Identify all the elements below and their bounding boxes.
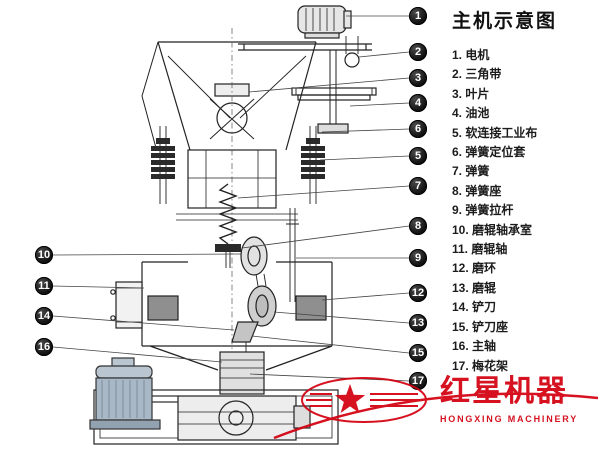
callout-14: 14: [35, 307, 53, 325]
callout-13: 13: [409, 314, 427, 332]
callout-10: 10: [35, 246, 53, 264]
callout-5: 5: [409, 147, 427, 165]
callout-3: 3: [409, 69, 427, 87]
callout-8: 8: [409, 217, 427, 235]
legend-item-17: 17. 梅花架: [452, 358, 509, 373]
callout-11: 11: [35, 277, 53, 295]
callout-2: 2: [409, 43, 427, 61]
callout-6: 6: [409, 120, 427, 138]
legend-item-12: 12. 磨环: [452, 261, 497, 276]
callout-17: 17: [409, 372, 427, 390]
legend-item-7: 7. 弹簧: [452, 164, 490, 179]
legend-item-6: 6. 弹簧定位套: [452, 145, 526, 160]
legend-item-13: 13. 磨辊: [452, 280, 497, 295]
legend-item-10: 10. 磨辊轴承室: [452, 222, 533, 237]
leader-lines: [52, 15, 410, 382]
legend-item-8: 8. 弹簧座: [452, 183, 502, 198]
top-motor: [297, 5, 347, 34]
callout-15: 15: [409, 344, 427, 362]
legend-item-5: 5. 软连接工业布: [452, 125, 538, 140]
bottom-motor: [89, 357, 178, 430]
legend-item-9: 9. 弹簧拉杆: [452, 203, 514, 218]
legend-item-2: 2. 三角带: [452, 67, 502, 82]
legend-item-3: 3. 叶片: [452, 86, 490, 101]
callout-9: 9: [409, 249, 427, 267]
legend-item-1: 1. 电机: [452, 48, 490, 62]
page-title: 主机示意图: [452, 11, 558, 32]
legend-item-16: 16. 主轴: [452, 339, 497, 354]
callout-12: 12: [409, 284, 427, 302]
legend-item-4: 4. 油池: [452, 106, 490, 121]
callout-7: 7: [409, 177, 427, 195]
legend-item-15: 15. 铲刀座: [452, 319, 509, 334]
callout-4: 4: [409, 94, 427, 112]
callout-1: 1: [409, 7, 427, 25]
callout-16: 16: [35, 338, 53, 356]
legend-item-14: 14. 铲刀: [452, 300, 497, 315]
legend-item-11: 11. 磨辊轴: [452, 242, 508, 257]
legend-panel: 主机示意图 1. 电机 2. 三角带 3. 叶片 4. 油池 5. 软连接工业布…: [452, 10, 598, 376]
